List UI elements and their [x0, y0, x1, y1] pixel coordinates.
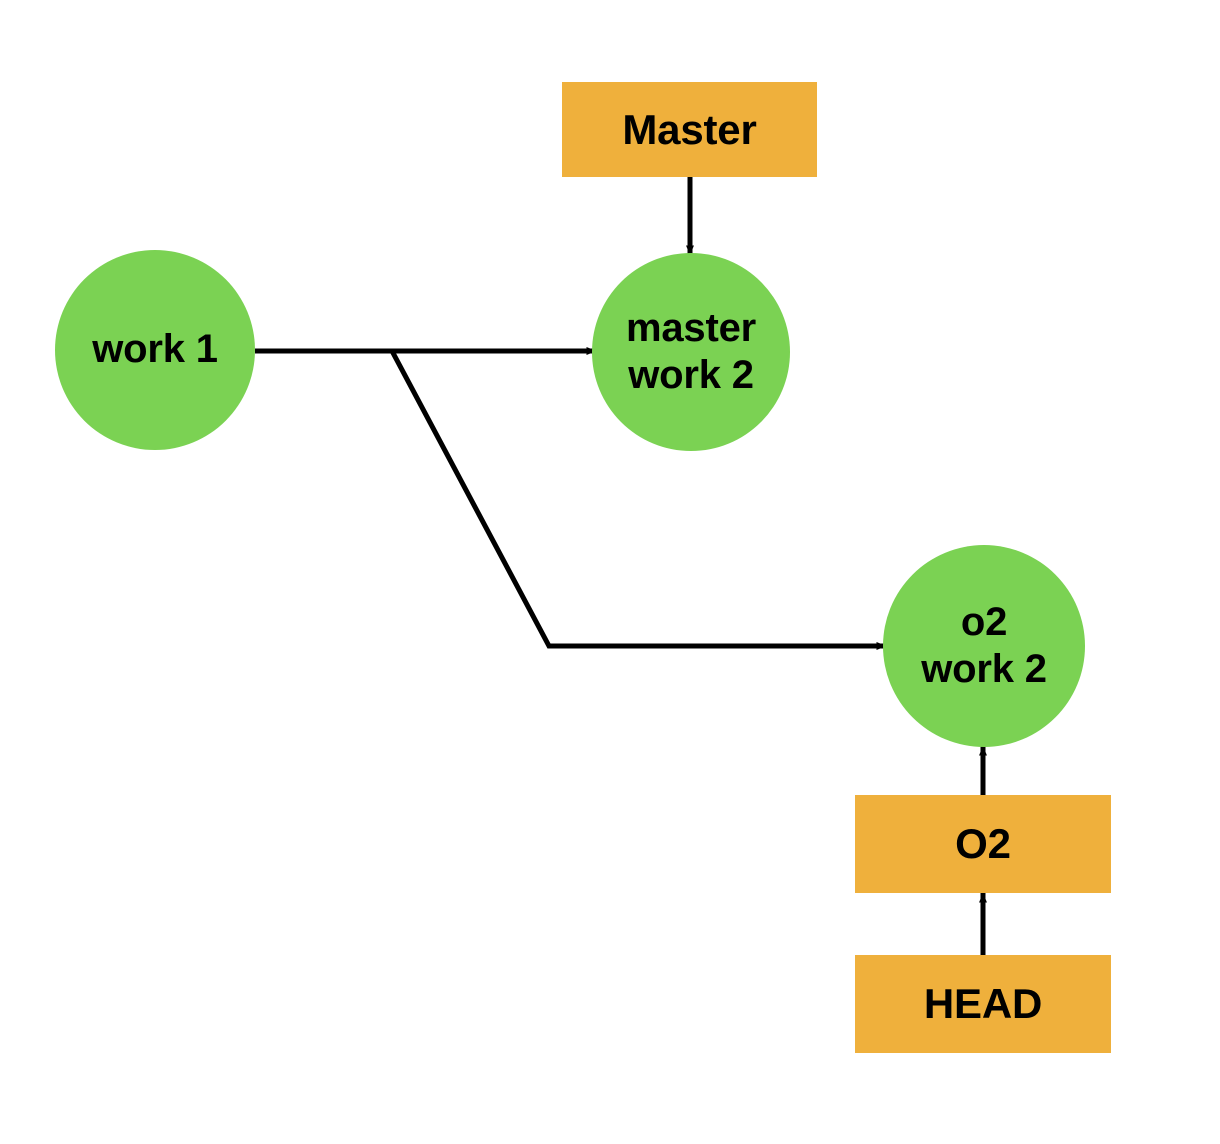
- ref-box-o2-label: O2: [955, 820, 1011, 868]
- commit-node-o2-work-2-label: o2 work 2: [921, 599, 1047, 691]
- ref-box-master-label: Master: [622, 105, 757, 153]
- commit-node-master-work-2[interactable]: master work 2: [592, 253, 790, 451]
- ref-box-head[interactable]: HEAD: [855, 955, 1111, 1053]
- commit-node-master-work-2-label: master work 2: [626, 305, 756, 397]
- commit-node-work-1[interactable]: work 1: [55, 250, 255, 450]
- ref-box-master[interactable]: Master: [562, 82, 817, 177]
- commit-node-work-1-label: work 1: [92, 327, 218, 372]
- ref-box-o2[interactable]: O2: [855, 795, 1111, 893]
- ref-box-head-label: HEAD: [923, 980, 1043, 1028]
- commit-node-o2-work-2[interactable]: o2 work 2: [883, 545, 1085, 747]
